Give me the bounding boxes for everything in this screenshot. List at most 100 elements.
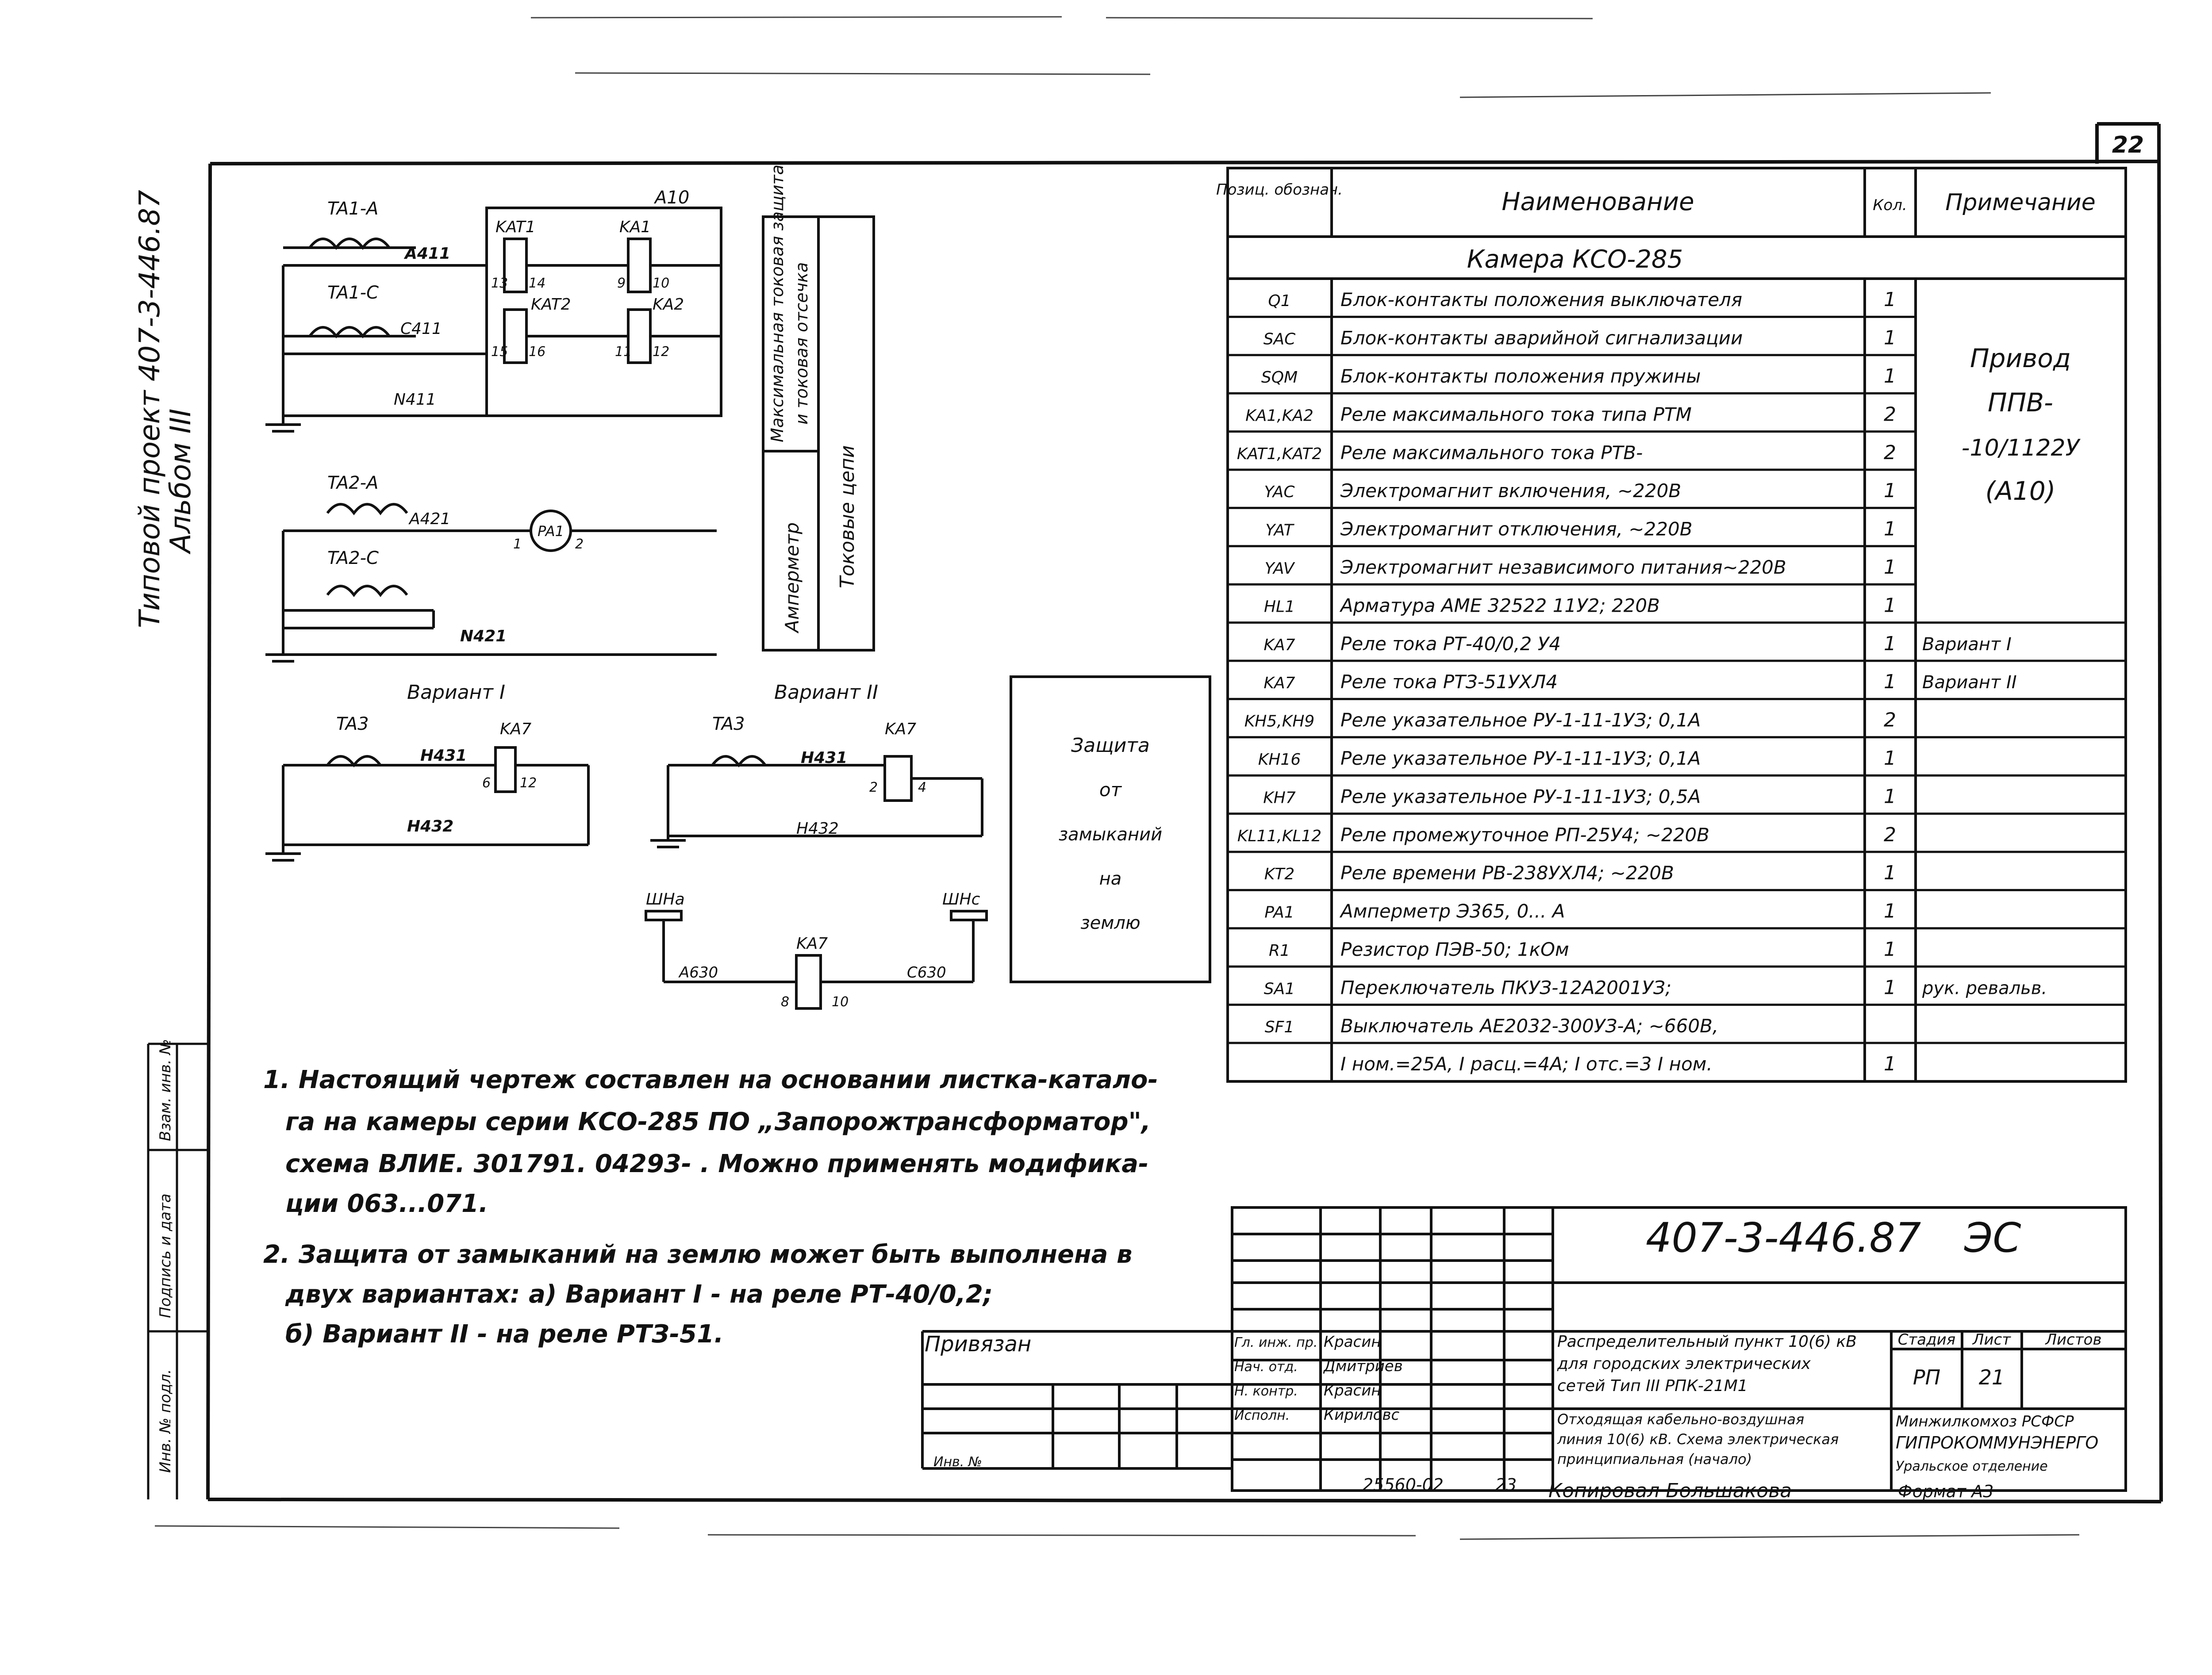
- v2-pin-2: 2: [869, 780, 878, 795]
- label-c630: C630: [907, 964, 946, 981]
- spec-cell: 1: [1884, 900, 1896, 923]
- footer-number: 25560-02: [1363, 1475, 1444, 1495]
- spec-cell: YAV: [1265, 560, 1295, 578]
- pa1-pin-1: 1: [513, 537, 522, 552]
- label-ka2: KA2: [653, 295, 684, 314]
- spec-cell: YAT: [1265, 521, 1294, 540]
- v2-label-h431: H431: [801, 749, 847, 767]
- staff-name: Кириловс: [1324, 1406, 1399, 1424]
- v1-label-h431: H431: [420, 747, 467, 765]
- doc-mark: ЭС: [1964, 1214, 2021, 1261]
- spec-cell: 1: [1884, 594, 1896, 617]
- spec-cell: 2: [1884, 824, 1896, 846]
- svg-text:Привод: Привод: [1970, 343, 2071, 373]
- footer-page: 23: [1495, 1475, 1517, 1495]
- spec-cell: PA1: [1264, 904, 1294, 922]
- label-ta1a: TA1-A: [327, 199, 378, 219]
- spec-cell: Вариант II: [1922, 672, 2017, 693]
- label-ta2a: TA2-A: [327, 473, 378, 493]
- v1-label-h432: H432: [407, 817, 453, 836]
- spec-cell: Реле максимального тока типа РТМ: [1340, 403, 1692, 425]
- spec-cell: YAC: [1264, 483, 1295, 501]
- svg-text:(A10): (A10): [1985, 476, 2056, 506]
- spec-cell: SAC: [1263, 330, 1296, 349]
- label-current-circuits: Токовые цепи: [836, 445, 859, 588]
- svg-text:ГИПРОКОММУНЭНЕРГО: ГИПРОКОММУНЭНЕРГО: [1896, 1433, 2098, 1453]
- side-stamp-project: Типовой проект 407-3-446.87: [134, 190, 166, 628]
- label-kat2: KAT2: [531, 295, 571, 314]
- svg-text:Минжилкомхоз РСФСР: Минжилкомхоз РСФСР: [1896, 1413, 2074, 1430]
- label-max-protection: Максимальная токовая защита: [768, 165, 787, 442]
- spec-cell: KH5,KH9: [1244, 713, 1315, 731]
- header-note: Примечание: [1945, 189, 2096, 216]
- note-line: га на камеры серии КСО-285 ПО „Запорожтр…: [285, 1108, 1151, 1136]
- spec-cell: Реле тока РТЗ-51УХЛ4: [1340, 671, 1558, 693]
- stamp-inv-no: Инв. № подл.: [157, 1369, 174, 1473]
- svg-text:ППВ-: ППВ-: [1988, 387, 2053, 418]
- side-stamp-album: Альбом III: [165, 409, 197, 555]
- pin-16: 16: [529, 344, 545, 360]
- pin-13: 13: [491, 276, 508, 291]
- v2-pin-4: 4: [918, 780, 926, 795]
- svg-text:принципиальная (начало): принципиальная (начало): [1557, 1451, 1752, 1468]
- section-title: Камера КСО-285: [1467, 245, 1683, 274]
- spec-cell: Блок-контакты положения пружины: [1340, 365, 1701, 387]
- svg-text:сетей Тип III РПК-21М1: сетей Тип III РПК-21М1: [1557, 1377, 1748, 1395]
- spec-cell: 1: [1884, 747, 1896, 770]
- spec-cell: 1: [1884, 556, 1896, 579]
- header-name: Наименование: [1502, 188, 1694, 216]
- spec-cell: Реле времени РВ-238УХЛ4; ~220В: [1340, 862, 1674, 884]
- spec-cell: 1: [1884, 479, 1896, 502]
- sheet-frame: [206, 122, 2163, 1503]
- staff-name: Красин: [1324, 1333, 1381, 1351]
- spec-cell: 1: [1884, 365, 1896, 387]
- label-cutoff: и токовая отсечка: [792, 262, 811, 425]
- svg-text:землю: землю: [1080, 913, 1140, 933]
- title-block-grid: [921, 1206, 2127, 1492]
- spec-cell: 1: [1884, 976, 1896, 999]
- spec-cell: Реле указательное РУ-1-11-1УЗ; 0,1А: [1340, 709, 1701, 731]
- variant1-title: Вариант I: [407, 681, 505, 704]
- label-ta2c: TA2-C: [327, 548, 379, 568]
- v2-label-ta3: TA3: [712, 714, 745, 734]
- spec-cell: Реле максимального тока РТВ-: [1340, 442, 1643, 464]
- label-ka1: KA1: [619, 218, 651, 236]
- staff-name: Дмитриев: [1323, 1357, 1403, 1375]
- spec-cell: 1: [1884, 327, 1896, 349]
- sheets-header: Листов: [2044, 1331, 2101, 1349]
- copied-by: Копировал Большакова: [1548, 1480, 1792, 1502]
- note-line: схема ВЛИЕ. 301791. 04293- . Можно приме…: [285, 1150, 1148, 1178]
- spec-cell: 1: [1884, 518, 1896, 540]
- stage-header: Стадия: [1898, 1331, 1955, 1349]
- spec-cell: 2: [1884, 441, 1896, 464]
- spec-cell: 1: [1884, 862, 1896, 884]
- spec-cell: Вариант I: [1922, 634, 2012, 655]
- drawing-notes: 1. Настоящий чертеж составлен на основан…: [263, 1066, 1158, 1349]
- doc-code: 407-3-446.87: [1646, 1214, 1921, 1261]
- spec-cell: SF1: [1265, 1018, 1294, 1036]
- svg-text:-10/1122У: -10/1122У: [1962, 435, 2081, 461]
- label-n411: N411: [394, 391, 436, 409]
- pa1-pin-2: 2: [575, 537, 584, 552]
- pin-12: 12: [653, 344, 669, 360]
- spec-cell: SQM: [1261, 368, 1298, 387]
- merged-note-privod: Привод ППВ- -10/1122У (A10): [1962, 343, 2081, 506]
- spec-cell: Электромагнит отключения, ~220В: [1340, 518, 1693, 540]
- label-ka7-gf: KA7: [796, 935, 828, 953]
- spec-cell: Электромагнит независимого питания~220В: [1340, 556, 1786, 578]
- spec-cell: KAT1,KAT2: [1237, 445, 1322, 463]
- schematic-top: [265, 207, 722, 433]
- spec-cell: Блок-контакты положения выключателя: [1340, 289, 1742, 310]
- spec-cell: Блок-контакты аварийной сигнализации: [1340, 327, 1743, 349]
- svg-text:Защита: Защита: [1071, 734, 1150, 757]
- inv-no-label: Инв. №: [933, 1454, 982, 1470]
- note-line: 2. Защита от замыканий на землю может бы…: [263, 1240, 1132, 1269]
- ka7-pin-8: 8: [781, 994, 789, 1010]
- spec-cell: Реле тока РТ-40/0,2 У4: [1340, 633, 1561, 655]
- spec-cell: Переключатель ПКУЗ-12А2001УЗ;: [1340, 977, 1671, 998]
- spec-cell: 2: [1884, 403, 1896, 425]
- pin-14: 14: [529, 276, 545, 291]
- label-c411: C411: [400, 320, 442, 338]
